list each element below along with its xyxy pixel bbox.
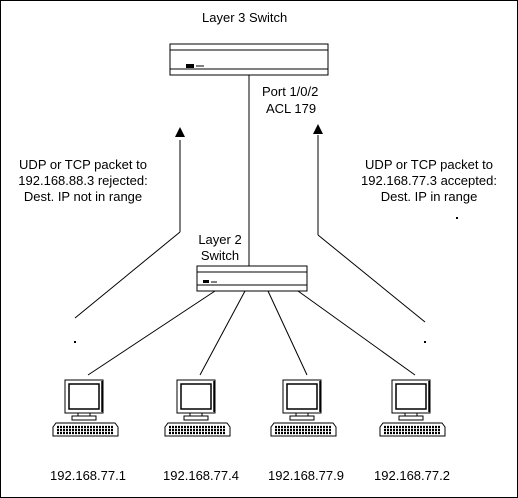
layer3-switch-device bbox=[169, 43, 329, 76]
accepted-note-line2: 192.168.77.3 accepted: bbox=[361, 173, 497, 188]
layer2-switch-label-line1: Layer 2 bbox=[198, 232, 242, 247]
computer-icon bbox=[269, 378, 338, 438]
rejected-note: UDP or TCP packet to 192.168.88.3 reject… bbox=[3, 157, 163, 205]
layer2-switch-label-line2: Switch bbox=[200, 248, 240, 263]
up-arrow-icon bbox=[313, 124, 323, 134]
acl-label: ACL 179 bbox=[266, 101, 317, 116]
up-arrow-icon bbox=[175, 127, 185, 137]
host-ip-label: 192.168.77.9 bbox=[268, 468, 344, 483]
layer3-switch-title: Layer 3 Switch bbox=[202, 10, 288, 25]
host-ip-label: 192.168.77.1 bbox=[50, 468, 126, 483]
accepted-note-line1: UDP or TCP packet to bbox=[365, 157, 493, 172]
computer-icon bbox=[163, 378, 232, 438]
rejected-note-line3: Dest. IP not in range bbox=[23, 189, 143, 204]
rejected-packet-path bbox=[74, 127, 185, 343]
cable-host-2 bbox=[199, 290, 246, 376]
port-label: Port 1/0/2 bbox=[262, 84, 319, 99]
host-ip-label: 192.168.77.4 bbox=[163, 468, 239, 483]
accepted-note: UDP or TCP packet to 192.168.77.3 accept… bbox=[349, 157, 509, 205]
cable-host-4 bbox=[297, 290, 416, 376]
cable-host-3 bbox=[267, 290, 308, 376]
accepted-packet-path bbox=[313, 124, 458, 343]
computer-icon bbox=[51, 378, 120, 438]
rejected-note-line2: 192.168.88.3 rejected: bbox=[18, 173, 148, 188]
layer2-switch-device bbox=[196, 265, 308, 292]
accepted-note-line3: Dest. IP in range bbox=[380, 189, 478, 204]
host-ip-label: 192.168.77.2 bbox=[374, 468, 450, 483]
rejected-note-line1: UDP or TCP packet to bbox=[19, 157, 147, 172]
computer-icon bbox=[378, 378, 447, 438]
layer2-switch-label: Layer 2 Switch bbox=[190, 232, 250, 264]
cable-host-1 bbox=[87, 290, 216, 376]
